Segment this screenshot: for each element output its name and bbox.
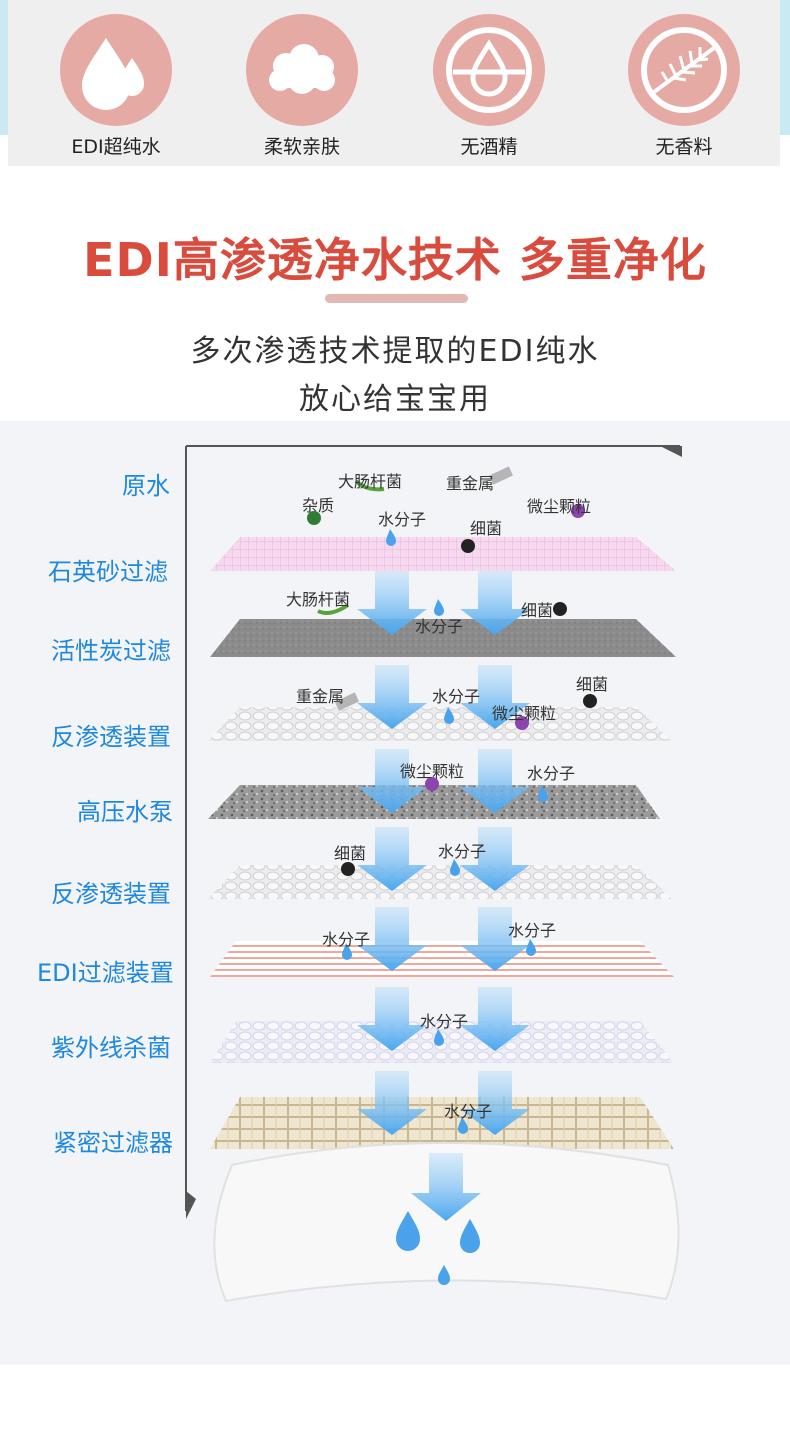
note-water-molecule: 水分子 bbox=[378, 510, 427, 529]
stage-reverse-osmosis-2: 反渗透装置 bbox=[51, 880, 171, 908]
features-band: EDI超纯水 柔软亲肤 无酒精 bbox=[0, 0, 790, 168]
note-dust: 微尘颗粒 bbox=[527, 497, 592, 516]
diagram-graphics bbox=[185, 445, 682, 1303]
note-bacteria: 细菌 bbox=[576, 675, 609, 694]
stage-edi-filter: EDI过滤装置 bbox=[37, 959, 174, 987]
feature-label: 无香料 bbox=[655, 136, 713, 158]
note-e-coli: 大肠杆菌 bbox=[286, 590, 351, 609]
feature-circle bbox=[433, 14, 545, 126]
stage-raw-water: 原水 bbox=[122, 472, 170, 500]
cloud-icon bbox=[269, 44, 335, 94]
feature-circle bbox=[246, 14, 358, 126]
stage-quartz-sand: 石英砂过滤 bbox=[48, 558, 168, 586]
headline: EDI高渗透净水技术 多重净化 bbox=[83, 233, 707, 287]
stage-uv-sterilization: 紫外线杀菌 bbox=[51, 1034, 171, 1062]
no-alcohol-icon bbox=[446, 27, 532, 113]
note-water-molecule: 水分子 bbox=[527, 764, 576, 783]
note-water-molecule: 水分子 bbox=[322, 930, 371, 949]
note-dust: 微尘颗粒 bbox=[400, 762, 465, 781]
feature-no-fragrance: 无香料 bbox=[609, 14, 759, 164]
note-water-molecule: 水分子 bbox=[508, 921, 557, 940]
feature-label: 柔软亲肤 bbox=[263, 136, 340, 158]
note-impurities: 杂质 bbox=[302, 496, 335, 515]
note-e-coli: 大肠杆菌 bbox=[338, 472, 403, 491]
water-drops-icon bbox=[82, 38, 144, 110]
headline-divider bbox=[325, 294, 468, 303]
filtration-diagram: 原水 石英砂过滤 活性炭过滤 反渗透装置 高压水泵 反渗透装置 EDI过滤装置 … bbox=[0, 421, 790, 1365]
subtitle-line-1: 多次渗透技术提取的EDI纯水 bbox=[190, 334, 600, 369]
stage-reverse-osmosis-1: 反渗透装置 bbox=[51, 723, 171, 751]
feature-label: EDI超纯水 bbox=[71, 136, 161, 158]
note-heavy-metal: 重金属 bbox=[446, 474, 495, 493]
no-fragrance-icon bbox=[641, 27, 727, 113]
feature-label: 无酒精 bbox=[460, 136, 518, 158]
feature-circle bbox=[628, 14, 740, 126]
note-water-molecule: 水分子 bbox=[438, 842, 487, 861]
feature-edi-water: EDI超纯水 bbox=[41, 14, 191, 164]
subtitle-line-2: 放心给宝宝用 bbox=[299, 382, 491, 417]
note-heavy-metal: 重金属 bbox=[296, 687, 345, 706]
bottom-spacer bbox=[0, 1365, 790, 1433]
stage-high-pressure-pump: 高压水泵 bbox=[77, 798, 173, 826]
note-bacteria: 细菌 bbox=[521, 601, 554, 620]
stage-fine-filter: 紧密过滤器 bbox=[53, 1129, 173, 1157]
note-water-molecule: 水分子 bbox=[415, 617, 464, 636]
note-dust: 微尘颗粒 bbox=[492, 704, 557, 723]
note-water-molecule: 水分子 bbox=[432, 687, 481, 706]
note-water-molecule: 水分子 bbox=[444, 1102, 493, 1121]
feature-circle bbox=[60, 14, 172, 126]
note-water-molecule: 水分子 bbox=[420, 1012, 469, 1031]
note-bacteria: 细菌 bbox=[334, 844, 367, 863]
feature-no-alcohol: 无酒精 bbox=[414, 14, 564, 164]
feature-soft: 柔软亲肤 bbox=[227, 14, 377, 164]
stage-activated-carbon: 活性炭过滤 bbox=[51, 637, 171, 665]
note-bacteria: 细菌 bbox=[470, 519, 503, 538]
